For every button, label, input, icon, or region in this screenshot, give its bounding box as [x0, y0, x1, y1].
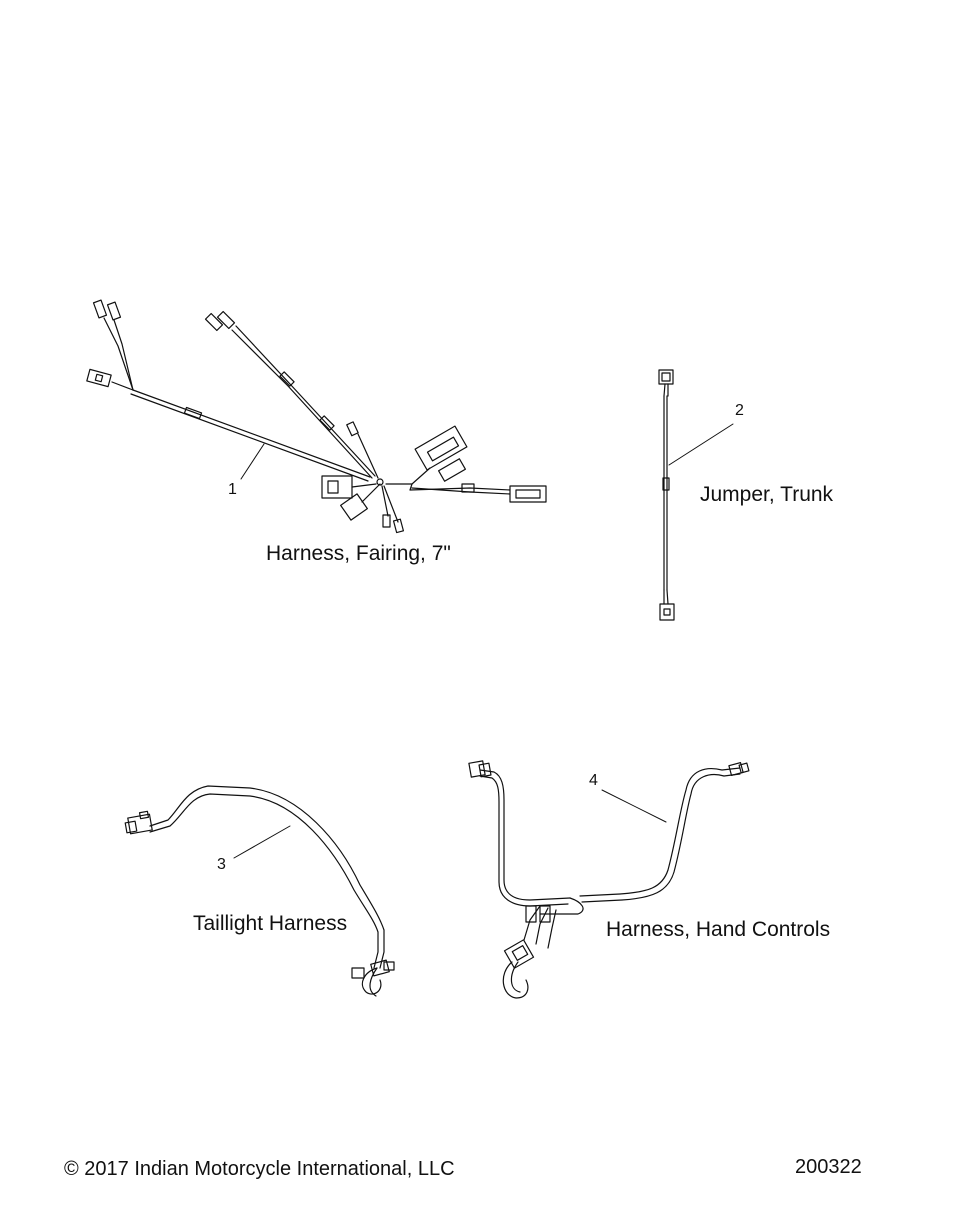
- part-label-hand-controls-harness: Harness, Hand Controls: [606, 918, 831, 941]
- drawing-number: 200322: [795, 1156, 862, 1178]
- part-label-taillight-harness: Taillight Harness: [193, 912, 348, 935]
- hand-controls-harness-drawing: [468, 760, 750, 999]
- trunk-jumper-drawing: [658, 369, 734, 621]
- fairing-harness-drawing: [86, 299, 547, 534]
- part-label-trunk-jumper: Jumper, Trunk: [700, 483, 834, 506]
- callout-number-4: 4: [589, 772, 598, 789]
- callout-number-1: 1: [228, 481, 237, 498]
- callout-number-2: 2: [735, 402, 744, 419]
- taillight-harness-drawing: [124, 785, 395, 997]
- copyright-notice: © 2017 Indian Motorcycle International, …: [64, 1158, 455, 1180]
- callout-number-3: 3: [217, 856, 226, 873]
- part-label-fairing-harness: Harness, Fairing, 7": [266, 542, 451, 565]
